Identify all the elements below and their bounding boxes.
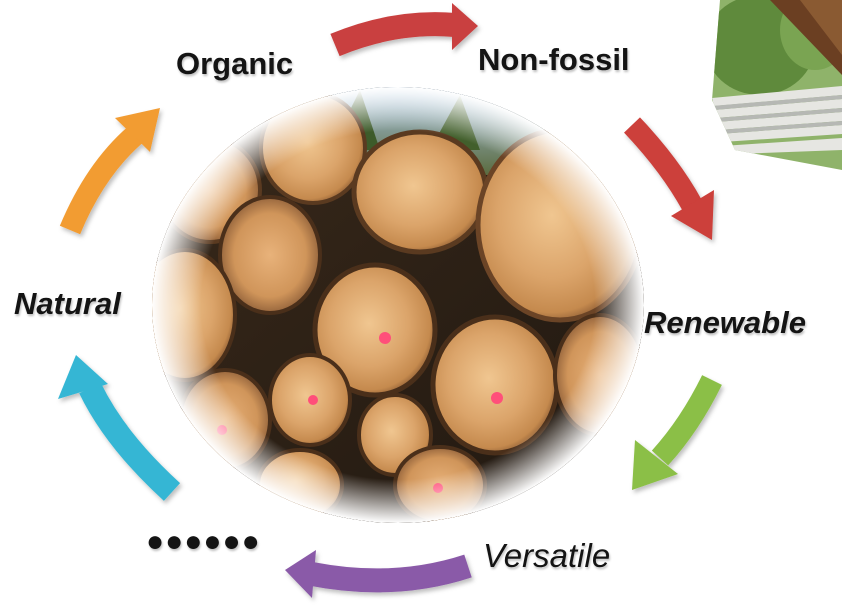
log-stack-photo: [135, 85, 650, 525]
arrow-ellipsis-to-natural: [58, 355, 172, 492]
label-organic: Organic: [176, 46, 293, 82]
arrow-renewable-to-versatile: [632, 380, 712, 490]
label-ellipsis: ●●●●●●: [146, 524, 261, 560]
pergola-photo: [700, 0, 842, 170]
label-renewable: Renewable: [644, 305, 806, 341]
label-non-fossil: Non-fossil: [478, 42, 630, 78]
label-versatile: Versatile: [483, 538, 610, 574]
arrow-organic-to-nonfossil: [335, 3, 478, 50]
arrow-versatile-to-ellipsis: [285, 550, 468, 598]
arrow-nonfossil-to-renewable: [632, 125, 714, 240]
arrow-natural-to-organic: [70, 108, 160, 230]
label-natural: Natural: [14, 286, 121, 322]
